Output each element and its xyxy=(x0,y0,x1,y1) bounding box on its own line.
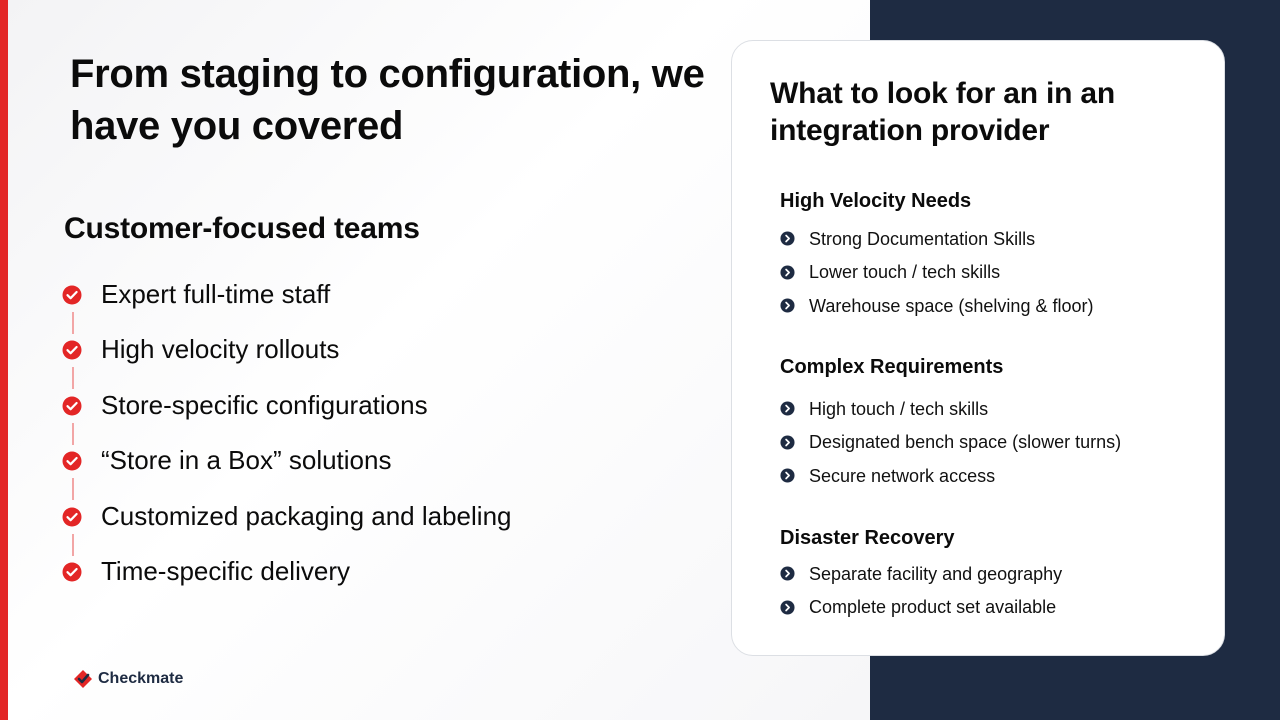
criteria-item: High touch / tech skills xyxy=(780,392,1121,426)
criteria-item: Warehouse space (shelving & floor) xyxy=(780,289,1093,323)
criteria-item: Separate facility and geography xyxy=(780,557,1062,591)
provider-criteria-card: What to look for an in an integration pr… xyxy=(731,40,1225,656)
chevron-circle-icon xyxy=(780,468,795,483)
check-circle-icon xyxy=(62,451,82,471)
criteria-label: Warehouse space (shelving & floor) xyxy=(809,295,1094,316)
card-title: What to look for an in an integration pr… xyxy=(770,77,1115,147)
chevron-circle-icon xyxy=(780,231,795,246)
criteria-label: Separate facility and geography xyxy=(809,563,1063,584)
criteria-item: Complete product set available xyxy=(780,591,1062,625)
criteria-label: High touch / tech skills xyxy=(809,398,989,419)
brand-name: Checkmate xyxy=(98,670,184,687)
criteria-label: Designated bench space (slower turns) xyxy=(809,432,1122,453)
brand-logo: Checkmate xyxy=(72,668,183,690)
feature-item: Expert full-time staff xyxy=(62,267,512,334)
group-heading: Complex Requirements xyxy=(780,356,1004,378)
section-heading: Customer-focused teams xyxy=(64,212,420,245)
check-circle-icon xyxy=(62,507,82,527)
check-circle-icon xyxy=(62,285,82,305)
feature-label: High velocity rollouts xyxy=(101,334,340,365)
feature-list: Expert full-time staff High velocity rol… xyxy=(62,267,512,599)
criteria-list: Strong Documentation Skills Lower touch … xyxy=(780,222,1093,323)
feature-item: High velocity rollouts xyxy=(62,322,512,390)
checkmate-logo-icon xyxy=(74,670,92,688)
feature-label: Customized packaging and labeling xyxy=(101,500,512,531)
check-circle-icon xyxy=(62,396,82,416)
criteria-group-disaster-recovery: Disaster Recovery Separate facility and … xyxy=(780,526,1062,624)
criteria-item: Strong Documentation Skills xyxy=(780,222,1093,256)
chevron-circle-icon xyxy=(780,298,795,313)
criteria-label: Secure network access xyxy=(809,465,996,486)
chevron-circle-icon xyxy=(780,435,795,450)
feature-label: Time-specific delivery xyxy=(101,555,350,586)
feature-label: “Store in a Box” solutions xyxy=(101,445,392,476)
feature-label: Store-specific configurations xyxy=(101,389,428,420)
connector-line xyxy=(72,478,74,501)
criteria-item: Secure network access xyxy=(780,459,1121,493)
criteria-label: Lower touch / tech skills xyxy=(809,262,1001,283)
chevron-circle-icon xyxy=(780,265,795,280)
accent-bar xyxy=(0,0,8,720)
slide-title: From staging to configuration, we have y… xyxy=(70,52,705,148)
criteria-label: Strong Documentation Skills xyxy=(809,228,1036,249)
criteria-group-high-velocity: High Velocity Needs Strong Documentation… xyxy=(780,189,1093,323)
connector-line xyxy=(72,422,74,445)
chevron-circle-icon xyxy=(780,566,795,581)
chevron-circle-icon xyxy=(780,401,795,416)
group-heading: Disaster Recovery xyxy=(780,527,955,549)
feature-item: Customized packaging and labeling xyxy=(62,489,512,556)
check-circle-icon xyxy=(62,562,82,582)
criteria-group-complex: Complex Requirements High touch / tech s… xyxy=(780,355,1121,493)
chevron-circle-icon xyxy=(780,600,795,615)
connector-line xyxy=(72,533,74,556)
criteria-item: Designated bench space (slower turns) xyxy=(780,426,1121,460)
criteria-item: Lower touch / tech skills xyxy=(780,256,1093,290)
connector-line xyxy=(72,367,74,390)
criteria-list: High touch / tech skills Designated benc… xyxy=(780,392,1121,493)
feature-item: Store-specific configurations xyxy=(62,378,512,445)
check-circle-icon xyxy=(62,340,82,360)
feature-item: Time-specific delivery xyxy=(62,544,512,599)
feature-item: “Store in a Box” solutions xyxy=(62,433,512,501)
left-panel-background xyxy=(8,0,870,720)
feature-label: Expert full-time staff xyxy=(101,279,331,309)
criteria-label: Complete product set available xyxy=(809,597,1057,618)
group-heading: High Velocity Needs xyxy=(780,190,972,212)
connector-line xyxy=(72,312,74,334)
criteria-list: Separate facility and geography Complete… xyxy=(780,557,1062,624)
